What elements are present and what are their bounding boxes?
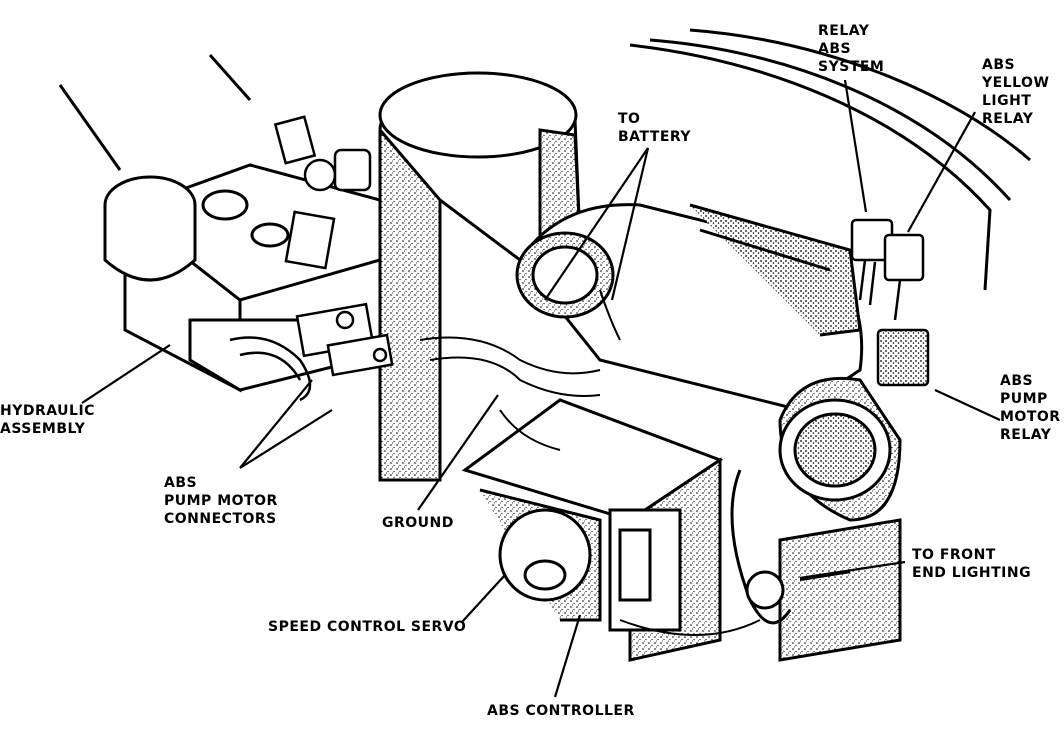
label-line: RELAY [982, 111, 1034, 127]
label-line: ABS [982, 57, 1016, 73]
label-line: MOTOR [1000, 409, 1061, 425]
label-line: RELAY [818, 23, 870, 39]
label-relay-abs-system: RELAY ABS SYSTEM [818, 22, 884, 76]
label-abs-pump-motor-connectors: ABS PUMP MOTOR CONNECTORS [164, 474, 278, 528]
label-line: SYSTEM [818, 59, 885, 75]
label-line: CONNECTORS [164, 511, 277, 527]
label-line: ABS [1000, 373, 1034, 389]
label-ground: GROUND [382, 515, 454, 531]
air-cleaner-cylinder [378, 71, 582, 482]
label-abs-yellow-light-relay: ABS YELLOW LIGHT RELAY [982, 56, 1049, 128]
label-line: LIGHT [982, 93, 1032, 109]
label-line: TO [618, 111, 641, 127]
label-line: PUMP [1000, 391, 1048, 407]
label-abs-controller: ABS CONTROLLER [487, 703, 635, 719]
label-line: BATTERY [618, 129, 692, 145]
air-duct [515, 203, 864, 412]
label-line: YELLOW [982, 75, 1050, 91]
label-to-battery: TO BATTERY [618, 110, 691, 146]
relay-cluster-right [850, 218, 930, 387]
label-to-front-end-lighting: TO FRONT END LIGHTING [912, 546, 1031, 582]
leader-lines [81, 79, 1001, 698]
label-line: END LIGHTING [912, 565, 1032, 581]
label-line: ABS [818, 41, 852, 57]
front-lighting-bracket [730, 469, 902, 662]
pump-connector-cluster [229, 302, 394, 402]
small-relays-left [273, 115, 372, 270]
label-line: ABS [164, 475, 198, 491]
label-line: RELAY [1000, 427, 1052, 443]
wiring-harness [419, 289, 761, 636]
label-speed-control-servo: SPEED CONTROL SERVO [268, 619, 467, 635]
hydraulic-block [103, 163, 382, 393]
label-line: ASSEMBLY [0, 421, 86, 437]
label-line: HYDRAULIC [0, 403, 95, 419]
label-line: PUMP MOTOR [164, 493, 278, 509]
label-hydraulic-assembly: HYDRAULIC ASSEMBLY [0, 402, 95, 438]
intake-elbow [778, 376, 902, 522]
abs-controller-box [461, 398, 724, 662]
label-line: TO FRONT [912, 547, 996, 563]
hood-outline [58, 28, 1031, 291]
label-abs-pump-motor-relay: ABS PUMP MOTOR RELAY [1000, 372, 1061, 444]
